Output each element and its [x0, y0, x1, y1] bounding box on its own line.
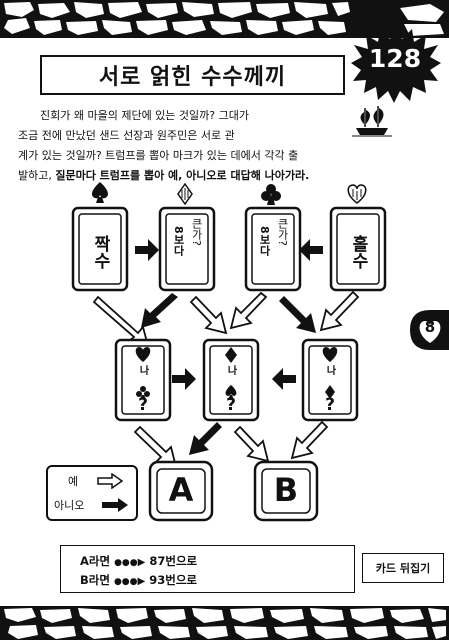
card-even-text: 짝수: [90, 235, 110, 269]
diamond-icon: [177, 182, 193, 206]
card-mid-center-mark: ?: [226, 395, 236, 415]
answer-b-pointer-icon: ▶: [137, 576, 146, 587]
arrow-yes-7: [189, 422, 222, 455]
card-mid-right-mark: ?: [325, 395, 335, 415]
flip-card-button[interactable]: 카드 뒤집기: [362, 553, 444, 583]
result-box-b: [253, 460, 319, 522]
intro-line-2: 조금 전에 만났던 샌드 선장과 원주민은 서로 관: [18, 129, 235, 142]
side-tab: [410, 310, 449, 350]
answer-a-prefix: A라면: [80, 554, 111, 568]
arrow-no-6: [233, 425, 270, 463]
answer-a-line: A라면 ●●●▶ 87번으로: [80, 553, 197, 569]
intro-line-4-plain: 발하고,: [18, 169, 56, 182]
answer-box: [60, 545, 355, 593]
arrow-no-4: [319, 290, 360, 332]
flip-card-label: 카드 뒤집기: [375, 562, 431, 575]
arrow-yes-2: [299, 239, 323, 261]
card-mid-left: [114, 338, 172, 422]
arrow-no-3: [229, 291, 268, 330]
answer-b-target: 93번으로: [149, 573, 197, 587]
card-even: [71, 206, 129, 292]
page-title: 서로 얽힌 수수께끼: [98, 65, 287, 90]
intro-text: 진회가 왜 마을의 제단에 있는 것일까? 그대가 조금 전에 만났던 샌드 선…: [18, 106, 433, 186]
card-odd-text: 홀수: [348, 235, 368, 269]
result-a-label: A: [168, 471, 194, 509]
legend-no-label: 아니오: [54, 499, 85, 512]
yes-no-legend: 예 아니오: [46, 465, 138, 521]
legend-yes-label: 예: [68, 475, 79, 488]
black-arrow-icon: [102, 498, 128, 512]
ship-icon: [352, 106, 392, 137]
arrow-no-7: [290, 420, 329, 460]
bottom-stone-border: [0, 606, 449, 640]
card-mid-right: [301, 338, 359, 422]
card-mid-left-mark: ?: [138, 395, 148, 415]
spade-icon: [92, 182, 108, 203]
page-number-starburst: [351, 27, 441, 103]
page-number: 128: [368, 44, 422, 73]
answer-b-line: B라면 ●●●▶ 93번으로: [80, 572, 197, 588]
answer-b-dots: ●●●: [113, 577, 138, 587]
answer-a-pointer-icon: ▶: [137, 557, 146, 568]
card-diamond-text-left: 8보다: [172, 226, 185, 256]
card-club-text-right: 큰가?: [276, 218, 289, 246]
page-title-box: 서로 얽힌 수수께끼: [40, 55, 345, 95]
intro-line-3: 계가 있는 것일까? 트럼프를 뽑아 마크가 있는 데에서 각각 출: [18, 149, 299, 162]
heart-icon: [347, 184, 367, 204]
card-club-question: [244, 206, 302, 292]
arrow-yes-6: [272, 368, 296, 390]
result-b-label: B: [273, 471, 299, 509]
card-mid-center-text: 나: [225, 365, 236, 375]
side-tab-number: 8: [424, 318, 436, 336]
arrow-yes-4: [279, 296, 316, 333]
result-box-a: [148, 460, 214, 522]
card-club-text-left: 8보다: [258, 226, 271, 256]
arrow-no-1: [92, 295, 150, 348]
intro-instruction: 질문마다 트럼프를 뽑아 예, 아니오로 대답해 나아가라.: [55, 169, 310, 182]
answer-a-target: 87번으로: [149, 554, 198, 568]
card-mid-right-text: 나: [324, 365, 335, 375]
arrow-yes-3: [141, 293, 178, 328]
card-diamond-question: [158, 206, 216, 292]
white-arrow-icon: [97, 473, 124, 489]
arrow-no-2: [189, 295, 228, 335]
intro-line-1: 진회가 왜 마을의 제단에 있는 것일까? 그대가: [40, 109, 249, 122]
card-diamond-text-right: 큰가?: [190, 218, 203, 246]
card-mid-center: [202, 338, 260, 422]
answer-a-dots: ●●●: [114, 558, 138, 568]
answer-b-prefix: B라면: [80, 573, 110, 587]
club-icon: [261, 184, 281, 205]
arrow-yes-5: [172, 368, 196, 390]
arrow-yes-1: [135, 239, 159, 261]
top-stone-border: [0, 0, 449, 38]
intro-line-4: 발하고, 질문마다 트럼프를 뽑아 예, 아니오로 대답해 나아가라.: [18, 166, 433, 186]
card-odd: [329, 206, 387, 292]
card-mid-left-text: 나: [137, 365, 148, 375]
